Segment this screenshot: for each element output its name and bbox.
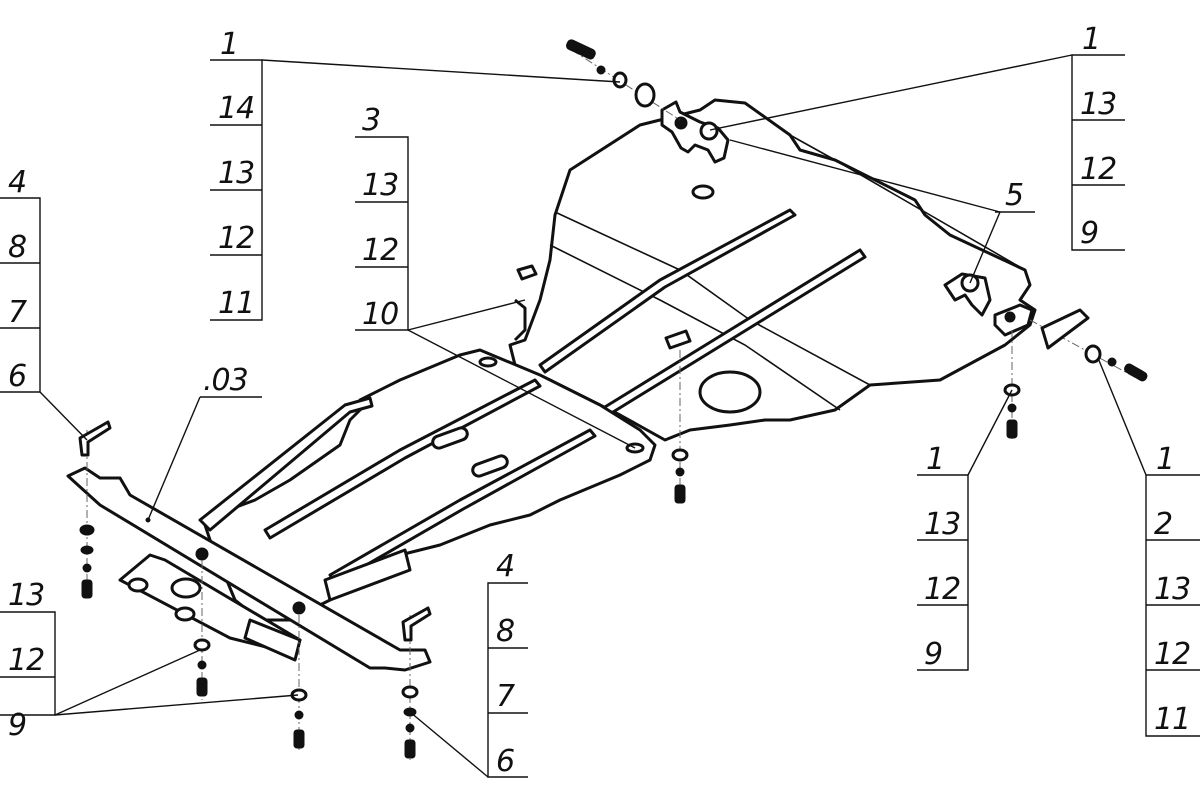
fasteners — [78, 39, 1148, 760]
callout-label: 13 — [1080, 87, 1116, 122]
callout-label: 5 — [1005, 178, 1023, 213]
callout-label: 7 — [8, 295, 27, 330]
callout-label: 9 — [8, 708, 26, 743]
callout-label: 13 — [924, 507, 960, 542]
callout-label: .03 — [203, 363, 248, 398]
callout-label: 11 — [218, 286, 254, 321]
callout-label: 10 — [362, 297, 398, 332]
callout-label: 7 — [496, 679, 515, 714]
callout-stack-bottom-center: 4 8 7 6 — [487, 549, 528, 779]
callout-label: 1 — [926, 442, 944, 477]
callout-label: 6 — [8, 359, 26, 394]
callout-label: 9 — [924, 637, 942, 672]
callout-label: 12 — [1080, 152, 1116, 187]
callout-label: 1 — [1156, 442, 1174, 477]
callout-03: .03 — [200, 363, 262, 398]
callout-label: 13 — [362, 168, 398, 203]
callout-label: 3 — [362, 103, 380, 138]
callout-stack-top-right: 1 13 12 9 — [1071, 22, 1125, 251]
bracket-top — [660, 100, 730, 164]
bracket-right — [943, 272, 1034, 337]
callout-label: 12 — [362, 233, 398, 268]
crossmember-bracket — [66, 466, 432, 672]
callout-label: 4 — [496, 549, 514, 584]
callout-label: 12 — [218, 221, 254, 256]
callout-stack-center: 3 13 12 10 — [355, 103, 409, 332]
front-guard-plate — [198, 348, 657, 622]
callout-stack-right-mid: 1 13 12 9 — [917, 442, 969, 672]
callout-5: 5 — [995, 178, 1035, 213]
callout-label: 13 — [218, 156, 254, 191]
rear-guard-plate — [508, 98, 1037, 442]
callout-label: 9 — [1080, 216, 1098, 251]
callout-label: 12 — [924, 572, 960, 607]
callout-label: 1 — [1082, 22, 1100, 57]
callout-label: 12 — [1154, 637, 1190, 672]
callout-stack-left: 4 8 7 6 — [0, 165, 41, 394]
callout-label: 13 — [1154, 572, 1190, 607]
leader-lines — [39, 54, 1147, 778]
callout-label: 14 — [218, 91, 254, 126]
callout-label: 6 — [496, 744, 514, 779]
callout-stack-right-far: 1 2 13 12 11 — [1145, 442, 1200, 737]
callout-stack-top-left: 1 14 13 12 11 — [210, 27, 263, 321]
callout-label: 8 — [8, 230, 26, 265]
callout-stack-bottom-left: 13 12 9 — [0, 578, 56, 743]
callout-label: 13 — [8, 578, 44, 613]
callout-label: 11 — [1154, 702, 1190, 737]
callout-label: 2 — [1154, 507, 1172, 542]
callout-label: 4 — [8, 165, 26, 200]
callout-label: 1 — [220, 27, 238, 62]
callout-label: 12 — [8, 643, 44, 678]
callout-label: 8 — [496, 614, 514, 649]
